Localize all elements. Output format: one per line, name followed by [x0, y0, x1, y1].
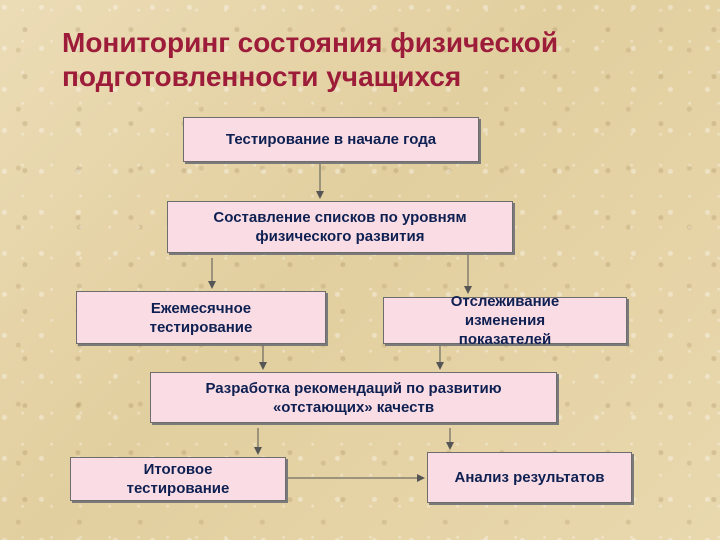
- page-title: Мониторинг состояния физической подготов…: [62, 26, 682, 94]
- node-tracking-line-3: показателей: [458, 331, 552, 348]
- title-line-2: подготовленности учащихся: [62, 61, 462, 92]
- node-lists: Составление списков по уровням физическо…: [167, 201, 513, 253]
- title-line-1: Мониторинг состояния физической: [62, 27, 559, 58]
- node-final-line-1: Итоговое: [143, 461, 213, 478]
- node-final-testing: Итоговое тестирование: [70, 457, 286, 501]
- node-monthly-line-2: тестирование: [149, 318, 253, 336]
- node-monthly-line-1: Ежемесячное: [150, 299, 252, 317]
- node-monthly-testing: Ежемесячное тестирование: [76, 291, 326, 344]
- node-tracking: Отслеживание изменения показателей: [383, 293, 627, 348]
- node-recommendations-line-2: «отстающих» качеств: [272, 398, 435, 416]
- node-start-testing-label: Тестирование в начале года: [225, 131, 437, 148]
- node-recommendations: Разработка рекомендаций по развитию «отс…: [150, 372, 557, 423]
- node-recommendations-line-1: Разработка рекомендаций по развитию: [205, 379, 502, 397]
- node-final-line-2: тестирование: [126, 480, 230, 497]
- node-analysis-label: Анализ результатов: [454, 469, 605, 486]
- node-lists-line-2: физического развития: [255, 228, 425, 245]
- node-tracking-line-1: Отслеживание: [450, 293, 560, 310]
- node-start-testing: Тестирование в начале года: [183, 117, 479, 162]
- node-lists-line-1: Составление списков по уровням: [213, 209, 467, 226]
- node-tracking-line-2: изменения: [464, 312, 546, 329]
- node-analysis: Анализ результатов: [427, 452, 632, 503]
